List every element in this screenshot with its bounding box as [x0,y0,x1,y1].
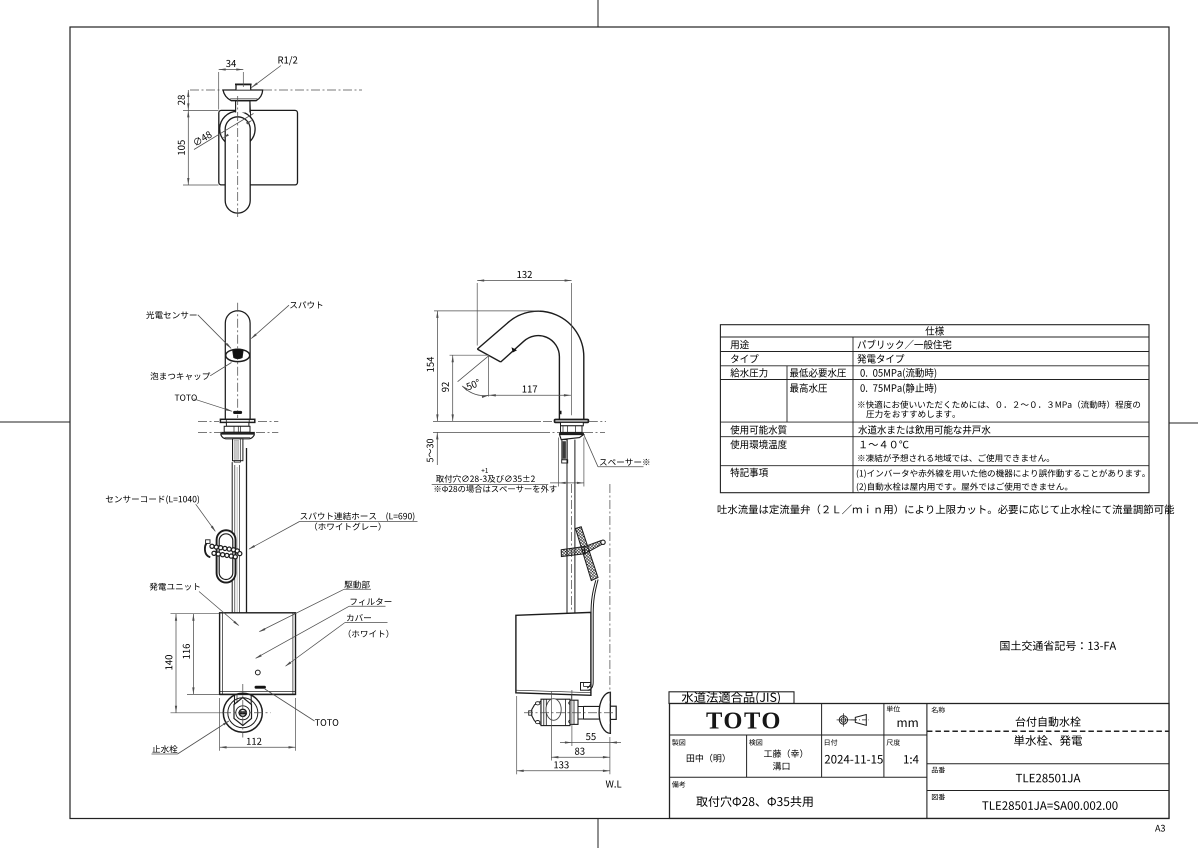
svg-text:TOTO: TOTO [706,708,782,735]
